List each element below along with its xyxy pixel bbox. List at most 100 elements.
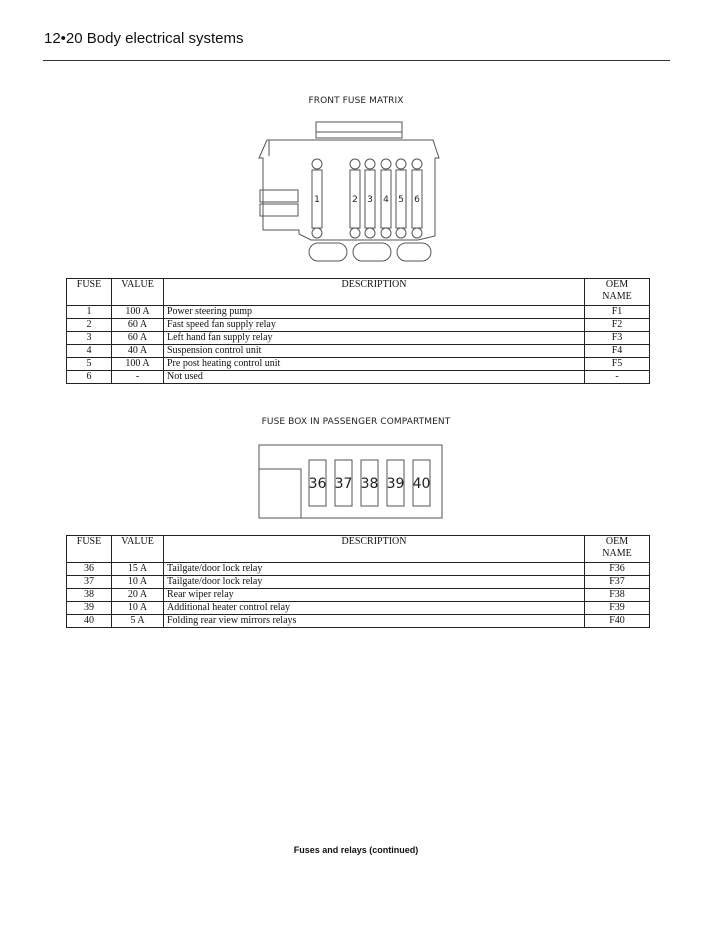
- fuse-cap-top: [395, 158, 407, 170]
- front-fuse-4: 4: [380, 158, 392, 239]
- fuse-cap-bottom: [395, 227, 407, 239]
- cell-value: 100 A: [111, 305, 164, 319]
- fuse-label: 40: [413, 476, 431, 492]
- cell-fuse: 2: [66, 318, 112, 332]
- table-row: 40 5 A Folding rear view mirrors relays …: [66, 614, 650, 628]
- table-row: 37 10 A Tailgate/door lock relay F37: [66, 575, 650, 589]
- cell-value: 20 A: [111, 588, 164, 602]
- passenger-fuse-group: 36 37 38 39 40: [308, 459, 431, 507]
- cell-fuse: 1: [66, 305, 112, 319]
- cell-value: 60 A: [111, 331, 164, 345]
- passenger-fuse-box-diagram: 36 37 38 39 40: [258, 444, 443, 519]
- table-row: 38 20 A Rear wiper relay F38: [66, 588, 650, 602]
- cell-description: Rear wiper relay: [163, 588, 585, 602]
- cell-oem-name: F4: [584, 344, 650, 358]
- column-header-fuse: FUSE: [66, 278, 112, 306]
- passenger-fuse-39: 39: [386, 459, 405, 507]
- cell-oem-name: F39: [584, 601, 650, 615]
- fuse-body: [308, 459, 327, 507]
- front-side-tab-upper: [259, 189, 299, 203]
- cell-oem-name: F3: [584, 331, 650, 345]
- passenger-fuse-36: 36: [308, 459, 327, 507]
- fuse-cap-top: [411, 158, 423, 170]
- fuse-cap-top: [364, 158, 376, 170]
- cell-value: 10 A: [111, 601, 164, 615]
- cell-value: 5 A: [111, 614, 164, 628]
- fuse-label: 1: [314, 195, 320, 205]
- oem-header-line1: OEM: [605, 536, 629, 547]
- passenger-box-caption: FUSE BOX IN PASSENGER COMPARTMENT: [261, 417, 451, 427]
- fuse-label: 5: [398, 195, 404, 205]
- cell-fuse: 6: [66, 370, 112, 384]
- cell-oem-name: F2: [584, 318, 650, 332]
- cell-description: Power steering pump: [163, 305, 585, 319]
- cell-fuse: 4: [66, 344, 112, 358]
- cell-value: -: [111, 370, 164, 384]
- column-header-description: DESCRIPTION: [163, 535, 585, 563]
- cell-value: 10 A: [111, 575, 164, 589]
- front-foot-middle: [352, 242, 392, 262]
- cell-description: Additional heater control relay: [163, 601, 585, 615]
- fuse-cap-top: [311, 158, 323, 170]
- footer-caption: Fuses and relays (continued): [293, 845, 419, 855]
- cell-description: Tailgate/door lock relay: [163, 575, 585, 589]
- cell-description: Pre post heating control unit: [163, 357, 585, 371]
- fuse-label: 6: [414, 195, 420, 205]
- cell-fuse: 3: [66, 331, 112, 345]
- passenger-box-left-compartment: [259, 468, 302, 518]
- column-header-value: VALUE: [111, 535, 164, 563]
- cell-oem-name: F1: [584, 305, 650, 319]
- cell-oem-name: F40: [584, 614, 650, 628]
- front-fuse-3: 3: [364, 158, 376, 239]
- front-housing-outline: [258, 139, 440, 241]
- cell-fuse: 5: [66, 357, 112, 371]
- fuse-body: [386, 459, 405, 507]
- front-side-tab-lower: [259, 203, 299, 217]
- fuse-body: [360, 459, 379, 507]
- fuse-label: 38: [361, 476, 379, 492]
- front-foot-right: [396, 242, 432, 262]
- fuse-cap-bottom: [311, 227, 323, 239]
- cell-value: 40 A: [111, 344, 164, 358]
- front-foot-left: [308, 242, 348, 262]
- front-fuse-1: 1: [311, 158, 323, 239]
- column-header-value: VALUE: [111, 278, 164, 306]
- fuse-label: 2: [352, 195, 358, 205]
- fuse-label: 39: [387, 476, 405, 492]
- cell-description: Folding rear view mirrors relays: [163, 614, 585, 628]
- cell-oem-name: F36: [584, 562, 650, 576]
- table-row: 6 - Not used -: [66, 370, 650, 384]
- table-row: 36 15 A Tailgate/door lock relay F36: [66, 562, 650, 576]
- front-fuse-5: 5: [395, 158, 407, 239]
- oem-header-line2: NAME: [602, 291, 632, 302]
- fuse-body: [334, 459, 353, 507]
- fuse-body: [412, 459, 431, 507]
- cell-fuse: 39: [66, 601, 112, 615]
- fuse-label: 37: [335, 476, 353, 492]
- table-row: 39 10 A Additional heater control relay …: [66, 601, 650, 615]
- fuse-cap-bottom: [364, 227, 376, 239]
- front-fuse-6: 6: [411, 158, 423, 239]
- cell-oem-name: F38: [584, 588, 650, 602]
- cell-description: Not used: [163, 370, 585, 384]
- front-top-connector-lip: [315, 131, 403, 139]
- fuse-cap-bottom: [411, 227, 423, 239]
- cell-fuse: 40: [66, 614, 112, 628]
- table-row: 1 100 A Power steering pump F1: [66, 305, 650, 319]
- cell-value: 100 A: [111, 357, 164, 371]
- cell-fuse: 36: [66, 562, 112, 576]
- front-top-connector: [315, 121, 403, 133]
- fuse-cap-top: [349, 158, 361, 170]
- fuse-cap-bottom: [349, 227, 361, 239]
- cell-description: Fast speed fan supply relay: [163, 318, 585, 332]
- passenger-fuse-38: 38: [360, 459, 379, 507]
- cell-oem-name: F5: [584, 357, 650, 371]
- oem-header-line1: OEM: [605, 279, 629, 290]
- cell-description: Tailgate/door lock relay: [163, 562, 585, 576]
